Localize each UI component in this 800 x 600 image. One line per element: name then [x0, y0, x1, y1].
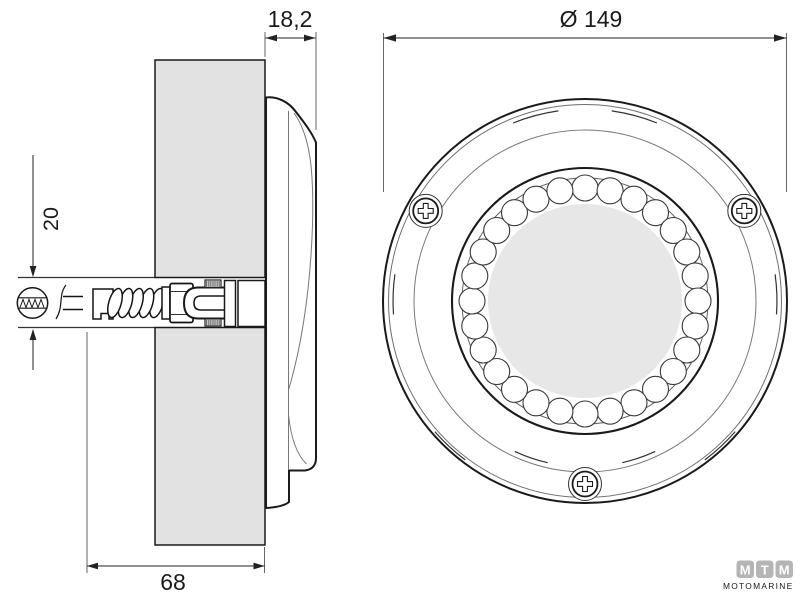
led-circle: [596, 397, 624, 425]
led-circle: [458, 287, 486, 315]
dim-arrow: [774, 34, 787, 42]
wall-section-upper: [154, 59, 266, 279]
led-circle: [659, 357, 687, 386]
highlight-arc: [611, 110, 658, 124]
front-view: [382, 98, 788, 504]
clamp-plate: [223, 279, 237, 328]
screw: [568, 467, 602, 501]
strain-relief-spring: [106, 287, 166, 319]
dim-depth-label: 68: [160, 569, 186, 595]
dim-hole-label: 20: [39, 207, 63, 231]
thread-hatch: [206, 281, 220, 326]
logo-tile: [736, 560, 754, 578]
side-view: [16, 59, 317, 546]
hole-circle-hatch: [19, 298, 45, 309]
lens-curve-lower: [288, 414, 307, 465]
dim-diameter-label: Ø 149: [560, 6, 623, 32]
highlight-arc: [704, 431, 736, 461]
led-circle: [571, 400, 599, 428]
led-circle: [483, 216, 511, 245]
highlight-arc: [512, 110, 559, 124]
highlight-arcs: [392, 110, 778, 464]
led-ring: [458, 174, 712, 428]
dim-arrow: [304, 34, 316, 42]
brand-logo: M T M MOTOMARINE: [723, 560, 794, 591]
logo-letter-3: M: [779, 563, 790, 578]
phillips-cross-icon: [417, 202, 434, 219]
led-circle: [546, 397, 574, 425]
phillips-cross-icon: [736, 202, 753, 219]
lens-center-disc: [488, 204, 682, 398]
logo-letter-2: T: [761, 563, 769, 578]
highlight-arc: [622, 450, 656, 464]
led-circle: [500, 199, 529, 227]
led-circle: [546, 177, 574, 205]
led-circle: [684, 287, 712, 315]
dim-arrow: [253, 562, 265, 570]
dim-arrow: [29, 266, 37, 277]
cable-break-symbol: [55, 284, 67, 320]
led-circle: [596, 177, 624, 205]
logo-tile: [775, 560, 793, 578]
highlight-arc: [434, 431, 466, 461]
stud-yoke-slot: [193, 295, 226, 311]
led-circle: [673, 238, 701, 266]
dim-arrow: [29, 329, 37, 340]
hole-circle-symbol: [16, 287, 49, 319]
dim-arrow: [265, 34, 277, 42]
screw: [408, 193, 443, 228]
phillips-cross-icon: [576, 475, 594, 493]
screw: [727, 193, 762, 228]
dim-arrow: [87, 562, 98, 570]
led-circle: [461, 262, 489, 290]
logo-letter-1: M: [740, 563, 751, 578]
led-circle: [681, 312, 709, 340]
dimensions: 18,2 Ø 149 20 68: [29, 6, 787, 595]
led-circle: [571, 174, 599, 202]
dim-protrusion-label: 18,2: [268, 6, 313, 32]
led-circle: [620, 389, 648, 417]
logo-subtitle: MOTOMARINE: [723, 581, 794, 591]
spring-coil: [106, 287, 124, 319]
led-circle: [659, 216, 687, 245]
led-circle: [673, 336, 701, 364]
gland-collar: [161, 286, 171, 320]
led-circle: [461, 312, 489, 340]
logo-tile: [756, 560, 774, 578]
led-circle: [522, 185, 550, 213]
led-circle: [522, 389, 550, 417]
bezel-profile: [265, 96, 317, 510]
led-circle: [681, 262, 709, 290]
led-circle: [469, 238, 497, 266]
dim-arrow: [383, 34, 396, 42]
led-circle: [641, 375, 670, 403]
led-circle: [641, 199, 670, 227]
highlight-arc: [392, 274, 396, 315]
led-circle: [483, 357, 511, 386]
lens-curve-upper: [288, 112, 314, 391]
led-circle: [620, 185, 648, 213]
highlight-arc: [514, 450, 548, 464]
wall-section-lower: [154, 326, 266, 546]
highlight-arc: [774, 274, 778, 315]
led-circle: [500, 375, 529, 403]
led-circle: [469, 336, 497, 364]
bezel-screws: [408, 193, 762, 501]
rear-boss: [237, 279, 266, 328]
